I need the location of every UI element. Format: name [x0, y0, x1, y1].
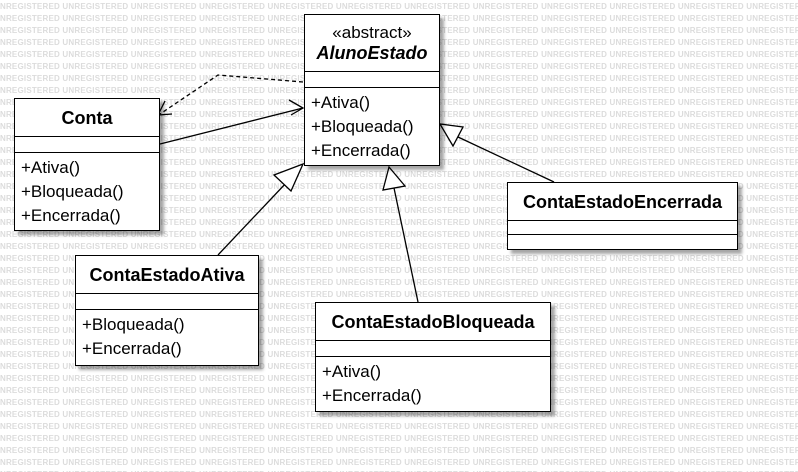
watermark-row: UNREGISTERED UNREGISTERED UNREGISTERED U… — [0, 446, 798, 455]
class-conta-estado-bloqueada-name: ContaEstadoBloqueada — [331, 312, 535, 332]
watermark-row: UNREGISTERED UNREGISTERED UNREGISTERED U… — [0, 422, 798, 431]
class-aluno-estado-operations: +Ativa() +Bloqueada() +Encerrada() — [305, 88, 439, 163]
class-aluno-estado-stereotype: «abstract» — [332, 23, 412, 42]
generalization-ativa — [217, 162, 305, 256]
watermark-row: UNREGISTERED UNREGISTERED UNREGISTERED U… — [0, 194, 798, 203]
generalization-encerrada — [438, 123, 555, 183]
operation: +Bloqueada() — [311, 117, 414, 136]
watermark-row: UNREGISTERED UNREGISTERED UNREGISTERED U… — [0, 434, 798, 443]
class-conta-estado-encerrada-operations — [508, 235, 737, 249]
operation: +Encerrada() — [311, 141, 411, 160]
watermark-row: UNREGISTERED UNREGISTERED UNREGISTERED U… — [0, 170, 798, 179]
watermark-row: UNREGISTERED UNREGISTERED UNREGISTERED U… — [0, 410, 798, 419]
operation: +Bloqueada() — [82, 315, 185, 334]
class-aluno-estado-attributes — [305, 72, 439, 88]
class-conta-estado-ativa-operations: +Bloqueada() +Encerrada() — [76, 310, 258, 361]
class-conta-estado-bloqueada-operations: +Ativa() +Encerrada() — [316, 357, 550, 408]
class-conta-estado-encerrada-name: ContaEstadoEncerrada — [522, 192, 723, 212]
class-conta-attributes — [15, 137, 159, 153]
class-conta-estado-encerrada-header: ContaEstadoEncerrada — [508, 183, 737, 221]
class-aluno-estado-name: AlunoEstado — [316, 43, 428, 63]
operation: +Encerrada() — [322, 386, 422, 405]
class-conta-estado-encerrada[interactable]: ContaEstadoEncerrada — [507, 182, 738, 250]
watermark-row: UNREGISTERED UNREGISTERED UNREGISTERED U… — [0, 458, 798, 467]
watermark-row: UNREGISTERED UNREGISTERED UNREGISTERED U… — [0, 254, 798, 263]
watermark-row: UNREGISTERED UNREGISTERED UNREGISTERED U… — [0, 470, 798, 472]
class-conta-estado-bloqueada[interactable]: ContaEstadoBloqueada +Ativa() +Encerrada… — [315, 302, 551, 412]
class-conta[interactable]: Conta +Ativa() +Bloqueada() +Encerrada() — [14, 98, 160, 231]
class-conta-estado-ativa-header: ContaEstadoAtiva — [76, 256, 258, 294]
operation: +Ativa() — [21, 158, 81, 177]
association-conta-to-aluno-estado — [159, 99, 305, 145]
watermark-row: UNREGISTERED UNREGISTERED UNREGISTERED U… — [0, 218, 798, 227]
watermark-row: UNREGISTERED UNREGISTERED UNREGISTERED U… — [0, 2, 798, 11]
operation: +Ativa() — [322, 362, 382, 381]
class-conta-estado-bloqueada-header: ContaEstadoBloqueada — [316, 303, 550, 341]
generalization-bloqueada — [382, 165, 419, 303]
class-conta-estado-bloqueada-attributes — [316, 341, 550, 357]
class-conta-estado-ativa-name: ContaEstadoAtiva — [89, 265, 245, 285]
class-conta-header: Conta — [15, 99, 159, 137]
class-conta-name: Conta — [61, 108, 113, 128]
operation: +Bloqueada() — [21, 182, 124, 201]
operation: +Ativa() — [311, 93, 371, 112]
watermark-row: UNREGISTERED UNREGISTERED UNREGISTERED U… — [0, 230, 798, 239]
watermark-row: UNREGISTERED UNREGISTERED UNREGISTERED U… — [0, 278, 798, 287]
watermark-row: UNREGISTERED UNREGISTERED UNREGISTERED U… — [0, 266, 798, 275]
watermark-row: UNREGISTERED UNREGISTERED UNREGISTERED U… — [0, 242, 798, 251]
watermark-row: UNREGISTERED UNREGISTERED UNREGISTERED U… — [0, 290, 798, 299]
class-conta-estado-encerrada-attributes — [508, 221, 737, 235]
class-aluno-estado[interactable]: «abstract» AlunoEstado +Ativa() +Bloquea… — [304, 14, 440, 166]
operation: +Encerrada() — [21, 206, 121, 225]
class-conta-estado-ativa[interactable]: ContaEstadoAtiva +Bloqueada() +Encerrada… — [75, 255, 259, 366]
class-aluno-estado-header: «abstract» AlunoEstado — [305, 15, 439, 72]
class-conta-operations: +Ativa() +Bloqueada() +Encerrada() — [15, 153, 159, 228]
dependency-aluno-estado-to-conta — [156, 74, 304, 116]
operation: +Encerrada() — [82, 339, 182, 358]
class-conta-estado-ativa-attributes — [76, 294, 258, 310]
